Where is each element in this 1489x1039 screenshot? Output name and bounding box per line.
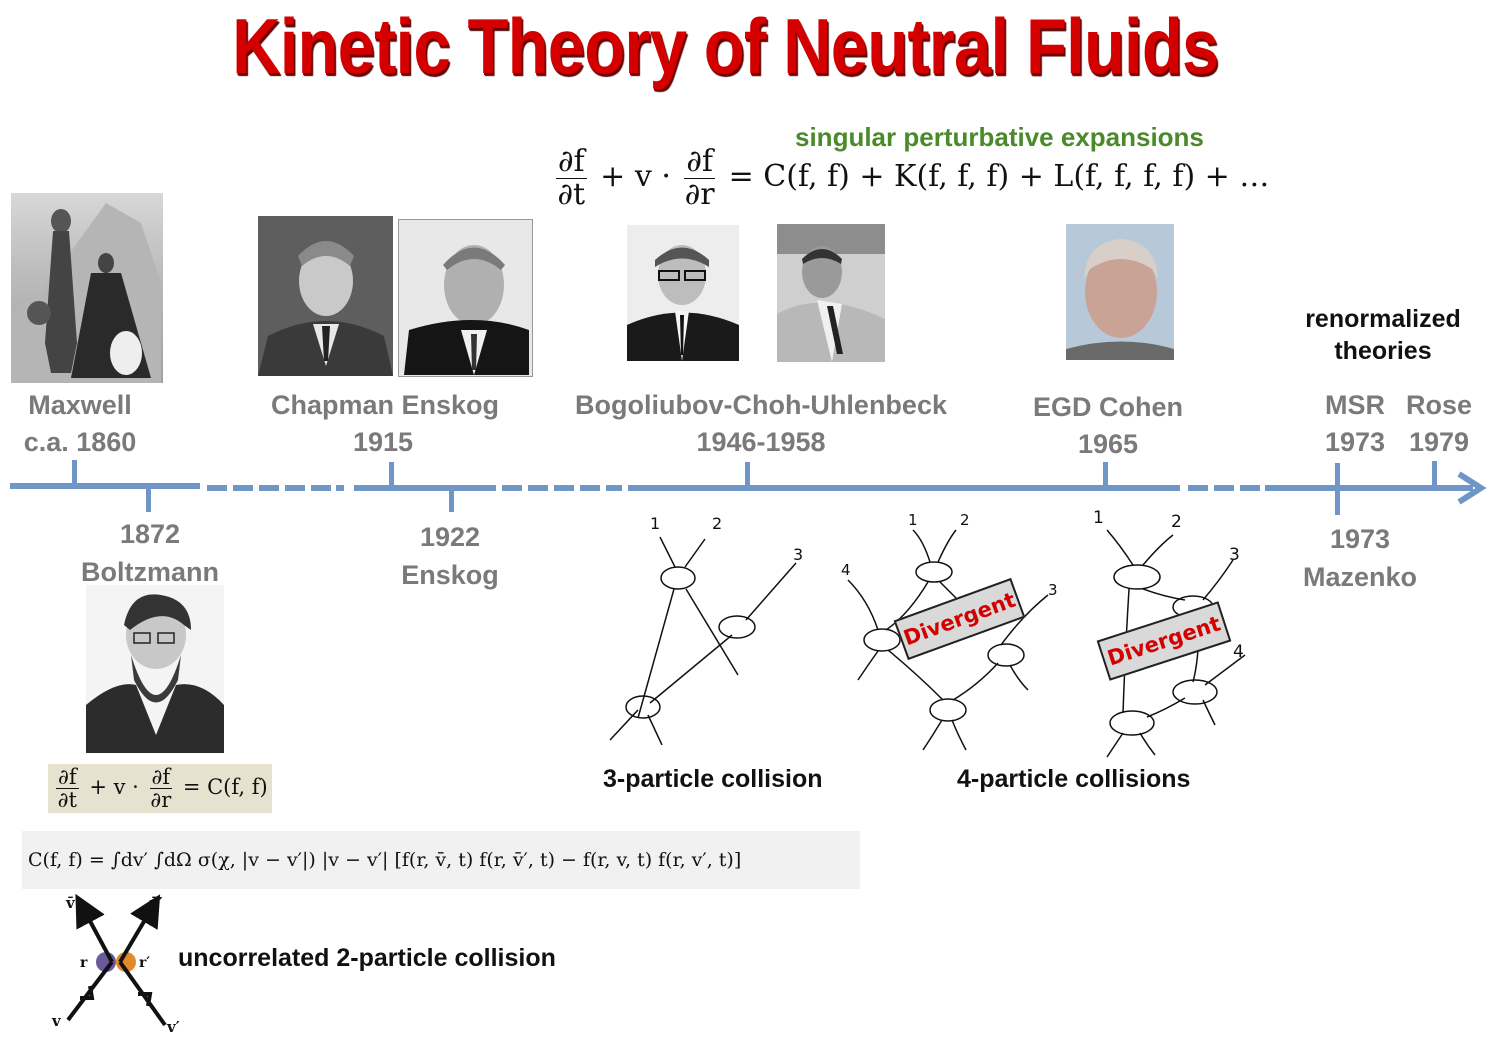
svg-text:1: 1 xyxy=(908,511,918,529)
svg-text:2: 2 xyxy=(712,514,722,533)
three-particle-caption: 3-particle collision xyxy=(603,765,823,793)
rose-label: Rose 1979 xyxy=(1405,390,1473,457)
collision-integral: C(f, f) = ∫dv′ ∫dΩ σ(χ, |v − v′|) |v − v… xyxy=(22,831,860,889)
svg-text:v̄′: v̄′ xyxy=(149,894,163,912)
cohen-label: EGD Cohen 1965 xyxy=(1032,392,1183,459)
svg-text:3: 3 xyxy=(1048,581,1058,599)
svg-text:v: v xyxy=(51,1012,62,1030)
boltzmann-label: 1872 Boltzmann xyxy=(81,519,219,587)
svg-text:v̄: v̄ xyxy=(65,894,76,912)
three-particle-diagram: 1 2 3 xyxy=(609,514,803,745)
msr-label: MSR 1973 xyxy=(1324,390,1386,457)
slide-title: Kinetic Theory of Neutral Fluids xyxy=(232,2,1219,90)
chapman-enskog-label: Chapman Enskog 1915 xyxy=(270,390,500,457)
uhlenbeck-photo xyxy=(777,224,885,362)
two-particle-collision-diagram: v̄ v̄′ r r′ v v′ xyxy=(51,893,180,1035)
perturbative-expansions-label: singular perturbative expansions xyxy=(795,122,1204,152)
four-particle-diagram-a: 1 2 3 4 xyxy=(841,511,1058,751)
svg-text:r′: r′ xyxy=(139,955,150,971)
mazenko-label: 1973 Mazenko xyxy=(1302,524,1418,592)
enskog-1922-label: 1922 Enskog xyxy=(401,522,499,590)
svg-text:3: 3 xyxy=(793,545,803,564)
timeline-arrow-icon xyxy=(1457,471,1487,505)
svg-text:4: 4 xyxy=(1233,642,1244,662)
chapman-photo xyxy=(258,216,393,376)
renormalized-theories-label: renormalized theories xyxy=(1305,305,1461,365)
two-particle-caption: uncorrelated 2-particle collision xyxy=(178,944,556,972)
svg-text:2: 2 xyxy=(960,511,970,529)
bogoliubov-photo xyxy=(627,225,739,361)
bcu-label: Bogoliubov-Choh-Uhlenbeck 1946-1958 xyxy=(575,390,947,457)
four-particle-caption: 4-particle collisions xyxy=(957,765,1191,793)
svg-text:3: 3 xyxy=(1229,545,1240,565)
boltzmann-photo xyxy=(86,585,224,753)
svg-text:r: r xyxy=(80,955,88,971)
svg-text:4: 4 xyxy=(841,561,851,579)
cohen-photo xyxy=(1066,224,1174,360)
svg-text:2: 2 xyxy=(1171,512,1182,532)
maxwell-photo xyxy=(11,193,163,383)
maxwell-label: Maxwell c.a. 1860 xyxy=(23,390,137,457)
generalized-kinetic-equation: ∂f∂t + v · ∂f∂r = C(f, f) + K(f, f, f) +… xyxy=(556,144,1270,212)
svg-text:v′: v′ xyxy=(166,1018,180,1035)
svg-text:1: 1 xyxy=(650,514,660,533)
boltzmann-equation: ∂f∂t + v · ∂f∂r = C(f, f) xyxy=(48,764,272,814)
svg-text:1: 1 xyxy=(1093,508,1104,528)
enskog-photo xyxy=(398,219,533,377)
